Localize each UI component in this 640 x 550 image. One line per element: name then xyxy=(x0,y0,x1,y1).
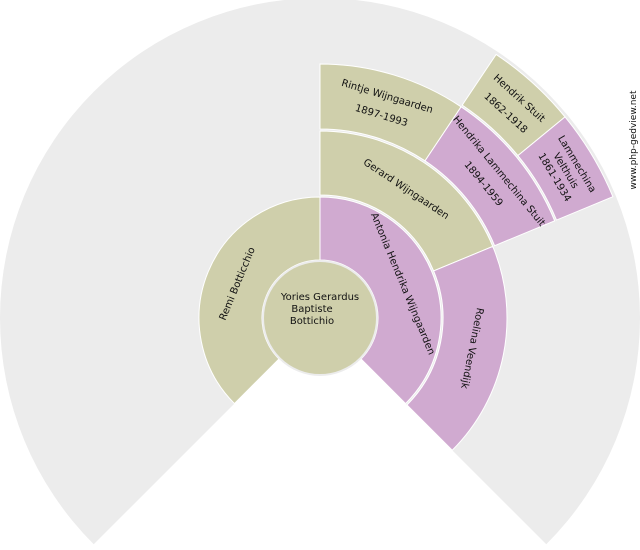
ancestor-box[interactable] xyxy=(424,106,556,247)
ancestor-box[interactable] xyxy=(517,116,614,221)
ancestor-box[interactable] xyxy=(406,245,508,451)
root-name-line: Yories Gerardus xyxy=(280,292,359,303)
root-name-line: Baptiste xyxy=(291,304,332,315)
root-person-circle[interactable] xyxy=(262,260,378,376)
watermark[interactable]: www.php-gedview.net xyxy=(629,90,639,189)
root-name-line: Bottichio xyxy=(290,316,334,327)
